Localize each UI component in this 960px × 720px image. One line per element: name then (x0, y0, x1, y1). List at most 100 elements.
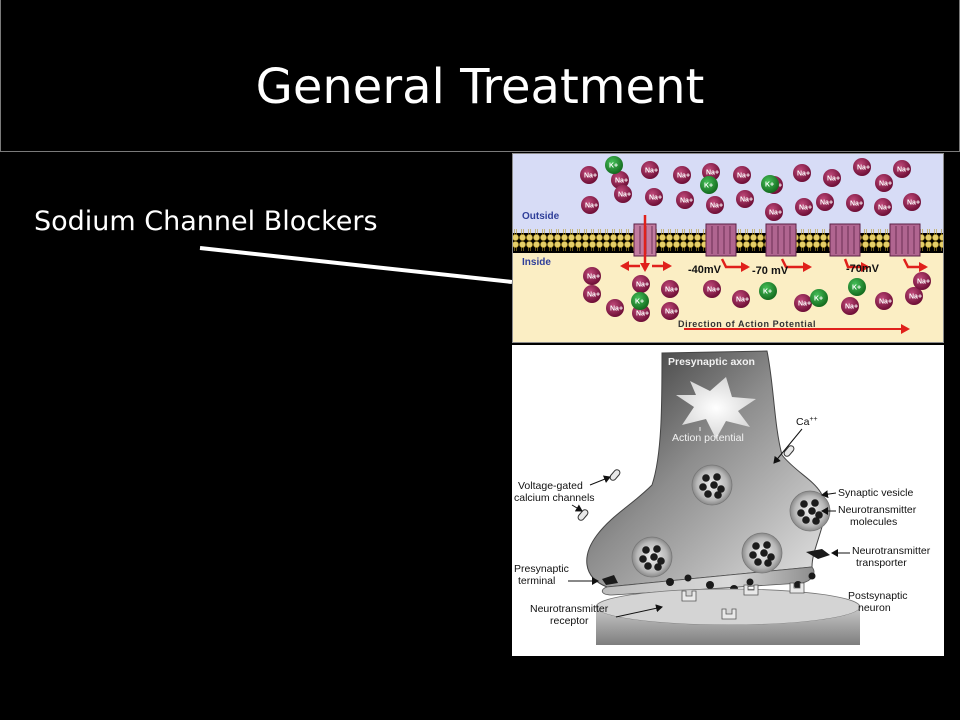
sodium-ion-label: Na+ (584, 173, 597, 180)
bullet-sodium-channel-blockers: Sodium Channel Blockers (34, 206, 378, 237)
potassium-ion (605, 156, 623, 174)
neurotransmitter-molecule (644, 562, 652, 570)
potassium-ion-label: K+ (704, 183, 713, 190)
neurotransmitter-molecule (650, 553, 658, 561)
neurotransmitter-receptors (681, 582, 805, 620)
postsynaptic-neuron (596, 607, 860, 645)
sodium-ion (661, 280, 679, 298)
neurotransmitter-molecule (714, 491, 722, 499)
sodium-ion-label: Na+ (587, 274, 600, 281)
neurotransmitter-molecule (767, 553, 775, 561)
sodium-ion-label: Na+ (618, 192, 631, 199)
sodium-ion (874, 198, 892, 216)
voltage-label-3: -70mV (846, 263, 880, 275)
potassium-ion-label: K+ (814, 296, 823, 303)
presynaptic-transporter-left (602, 575, 618, 585)
sodium-ion-label: Na+ (645, 168, 658, 175)
voltage-label-1: -40mV (688, 264, 722, 276)
sodium-ion-label: Na+ (797, 171, 810, 178)
neurotransmitter-molecule (754, 558, 762, 566)
potassium-ion-label: K+ (635, 299, 644, 306)
sodium-ion (875, 174, 893, 192)
neurotransmitter-molecule (764, 559, 772, 567)
sodium-ion (736, 190, 754, 208)
potassium-ion (631, 292, 649, 310)
sodium-channels (633, 223, 921, 257)
potassium-ion (700, 176, 718, 194)
neurotransmitter-molecule (802, 516, 810, 524)
neurotransmitter-molecule (702, 474, 710, 482)
direction-label: Direction of Action Potential (678, 319, 816, 329)
sodium-ion-label: Na+ (677, 173, 690, 180)
neurotransmitter-molecule (710, 481, 718, 489)
label-receptor-2: receptor (550, 615, 589, 627)
potassium-ion-label: K+ (609, 163, 618, 170)
neurotransmitter-molecule (815, 511, 823, 519)
neurotransmitter-molecule (642, 546, 650, 554)
potassium-ion-label: K+ (763, 289, 772, 296)
neurotransmitter-molecule (800, 500, 808, 508)
calcium-channel-icons (577, 445, 795, 521)
neurotransmitter-molecule (797, 509, 805, 517)
sodium-ion-label: Na+ (665, 287, 678, 294)
label-transporter-1: Neurotransmitter (852, 545, 931, 557)
sodium-ion (611, 171, 629, 189)
potassium-ion-label: K+ (765, 182, 774, 189)
neurotransmitter-molecule (749, 551, 757, 559)
sodium-ion-label: Na+ (636, 311, 649, 318)
label-synaptic-vesicle: Synaptic vesicle (838, 487, 913, 499)
neurotransmitter-transporter (806, 549, 830, 559)
sodium-ion (765, 203, 783, 221)
label-nt-molecules-1: Neurotransmitter (838, 504, 917, 516)
label-voltage-gated-1: Voltage-gated (518, 480, 583, 492)
label-voltage-gated-2: calcium channels (514, 492, 595, 504)
sodium-ion (793, 164, 811, 182)
sodium-ion (706, 196, 724, 214)
sodium-ion-label: Na+ (857, 165, 870, 172)
potassium-ion (761, 175, 779, 193)
neurotransmitter-molecule (760, 549, 768, 557)
sodium-ion-label: Na+ (707, 287, 720, 294)
slide-title: General Treatment (255, 59, 705, 115)
neurotransmitter-molecule (717, 485, 725, 493)
voltage-label-2: -70 mV (752, 265, 789, 277)
sodium-ion-label: Na+ (649, 195, 662, 202)
neurotransmitter-molecule (654, 563, 662, 571)
sodium-ion (875, 292, 893, 310)
outside-region (512, 153, 944, 233)
potassium-ion-label: K+ (852, 285, 861, 292)
sodium-ion (733, 166, 751, 184)
label-receptor-1: Neurotransmitter (530, 603, 609, 615)
label-presynaptic-terminal-1: Presynaptic (514, 563, 569, 575)
label-nt-molecules-2: molecules (850, 516, 897, 528)
postsynaptic-neuron-top (595, 588, 861, 626)
sodium-ion (823, 169, 841, 187)
label-postsynaptic-2: neuron (858, 602, 891, 614)
neurotransmitter-molecule (752, 542, 760, 550)
synaptic-vesicles (631, 464, 831, 578)
sodium-ion (661, 302, 679, 320)
sodium-ion (676, 191, 694, 209)
sodium-ion-label: Na+ (917, 279, 930, 286)
sodium-ion (703, 280, 721, 298)
sodium-ion-label: Na+ (587, 292, 600, 299)
current-arrows (620, 215, 928, 272)
neurotransmitter-molecule (699, 483, 707, 491)
sodium-ion-label: Na+ (909, 294, 922, 301)
sodium-ion-label: Na+ (615, 178, 628, 185)
sodium-ion-label: Na+ (850, 201, 863, 208)
sodium-ion-label: Na+ (879, 181, 892, 188)
sodium-ion (853, 158, 871, 176)
sodium-ion (841, 297, 859, 315)
neurotransmitter-molecule (763, 541, 771, 549)
sodium-ion-label: Na+ (665, 309, 678, 316)
neurotransmitter-molecule (812, 517, 820, 525)
sodium-ion (580, 166, 598, 184)
sodium-ion (614, 185, 632, 203)
sodium-ion-label: Na+ (680, 198, 693, 205)
sodium-ion (795, 198, 813, 216)
sodium-ion (583, 267, 601, 285)
sodium-ion-label: Na+ (897, 167, 910, 174)
sodium-ion-label: Na+ (636, 282, 649, 289)
synapse-diagram: Presynaptic axon Action potential Ca++ V… (512, 345, 944, 656)
